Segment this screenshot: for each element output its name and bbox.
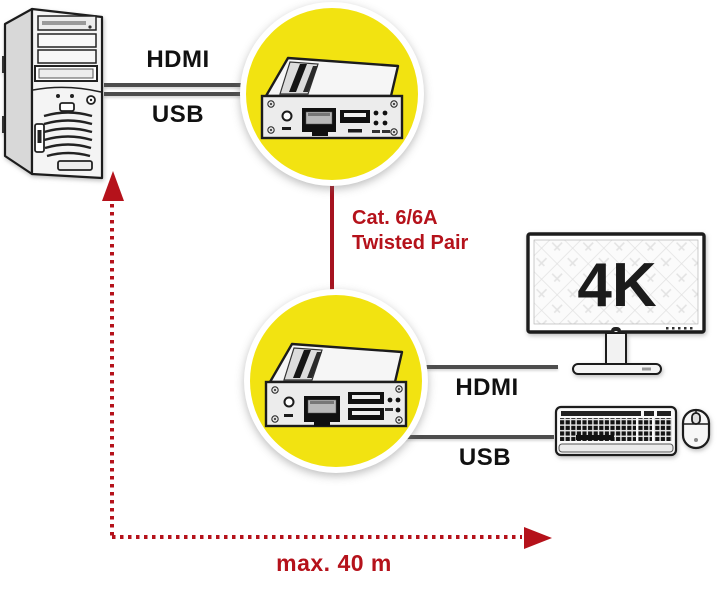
hdmi-label-top: HDMI — [146, 46, 210, 73]
usb-cable-line-top — [104, 92, 256, 96]
usb-cable-line-bottom — [388, 435, 554, 439]
pc-tower-icon — [2, 7, 104, 180]
cat6-cable-line — [330, 166, 334, 306]
4k-badge: 4K — [577, 251, 656, 320]
keyboard-spacebar — [576, 435, 614, 440]
monitor-stand — [605, 332, 627, 366]
hdmi-label-bottom: HDMI — [455, 374, 519, 401]
cat6-label-line1: Cat. 6/6A — [352, 207, 438, 229]
cat6-label: Cat. 6/6A Twisted Pair — [352, 206, 468, 256]
transmitter-icon — [260, 56, 404, 140]
up-arrowhead-icon — [102, 171, 124, 201]
usb-label-bottom: USB — [458, 444, 512, 471]
tx-led — [281, 110, 293, 122]
distance-arrow-vertical — [110, 204, 114, 537]
distance-label: max. 40 m — [276, 550, 392, 576]
rx-led — [283, 396, 295, 408]
transmitter-highlight-circle — [240, 2, 424, 186]
receiver-icon — [264, 342, 408, 428]
cat6-label-line2: Twisted Pair — [352, 232, 469, 254]
hdmi-cable-line-top — [104, 83, 256, 87]
monitor-base — [572, 363, 662, 375]
mouse-scroll-wheel — [691, 412, 701, 425]
monitor-4k-icon: 4K — [526, 232, 706, 375]
receiver-highlight-circle — [244, 289, 428, 473]
hdmi-cable-line-bottom — [392, 365, 558, 369]
distance-arrow-horizontal — [112, 535, 522, 539]
keyboard-palm-rest — [558, 443, 674, 453]
right-arrowhead-icon — [524, 527, 552, 549]
mouse-icon — [681, 408, 711, 450]
usb-label-top: USB — [151, 101, 205, 128]
keyboard-icon — [554, 405, 678, 457]
